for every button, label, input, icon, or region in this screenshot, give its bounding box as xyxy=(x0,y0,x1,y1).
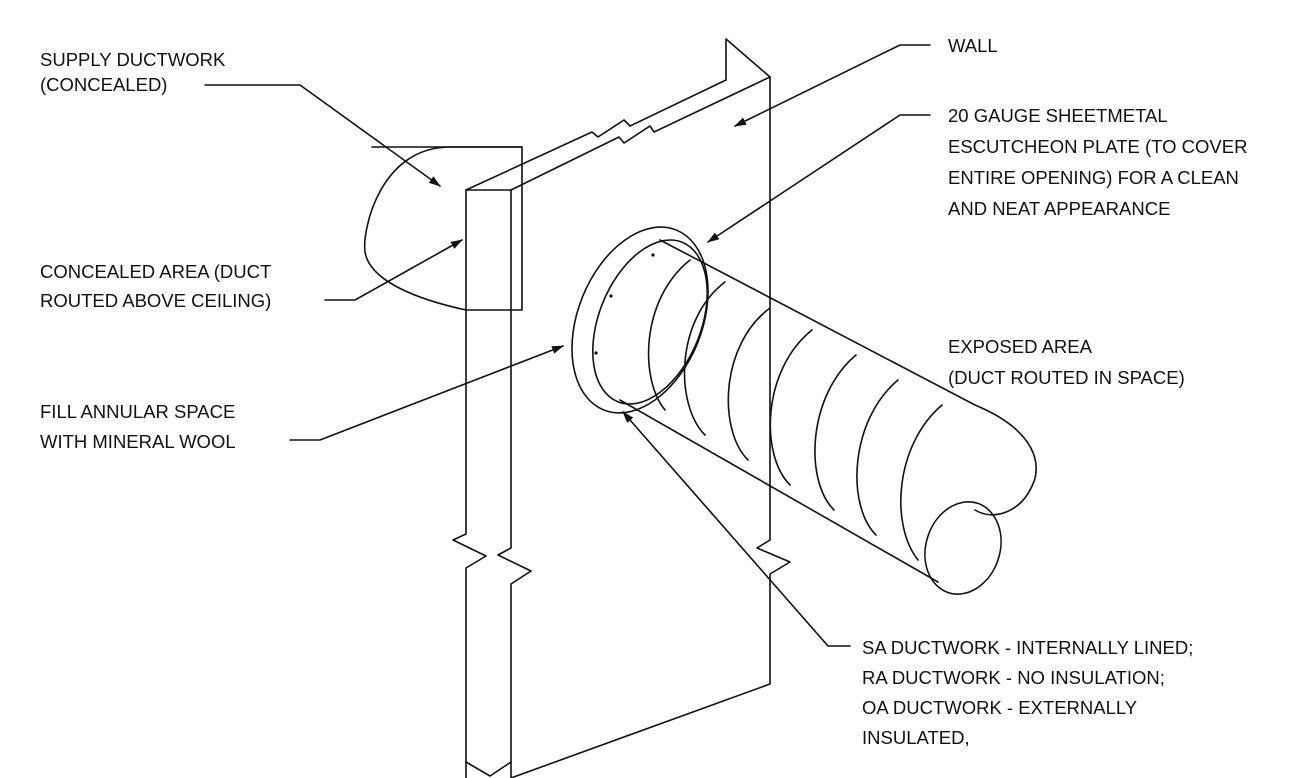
label-ductwork-notes: SA DUCTWORK - INTERNALLY LINED; RA DUCTW… xyxy=(862,637,1199,748)
exposed-duct-end xyxy=(924,501,1002,595)
exposed-duct-end-outer xyxy=(974,489,1031,516)
label-fill-annular-space: FILL ANNULAR SPACE WITH MINERAL WOOL xyxy=(40,401,240,452)
wall-left-edge xyxy=(452,189,487,778)
label-concealed-area: CONCEALED AREA (DUCT ROUTED ABOVE CEILIN… xyxy=(40,261,276,311)
label-wall: WALL xyxy=(948,35,998,56)
concealed-duct-end-cap xyxy=(363,146,523,311)
leader-supply-ductwork xyxy=(204,84,441,187)
wall-front-face-top xyxy=(510,76,771,191)
leader-ductwork-notes xyxy=(622,411,851,647)
leader-escutcheon xyxy=(707,114,931,243)
label-escutcheon-plate: 20 GAUGE SHEETMETAL ESCUTCHEON PLATE (TO… xyxy=(948,105,1253,219)
label-exposed-area: EXPOSED AREA (DUCT ROUTED IN SPACE) xyxy=(948,336,1185,388)
leader-fill-annular xyxy=(289,345,564,441)
fastener-dot xyxy=(594,351,598,355)
duct-seam-6 xyxy=(856,379,899,536)
fastener-dot xyxy=(651,253,655,257)
duct-seam-7 xyxy=(900,404,943,561)
escutcheon-plate-outer xyxy=(571,226,709,414)
exposed-duct-bottom-edge xyxy=(619,399,939,583)
leader-wall xyxy=(734,44,931,127)
wall-top-back-edge xyxy=(725,38,771,81)
label-supply-ductwork: SUPPLY DUCTWORK (CONCEALED) xyxy=(40,49,231,95)
duct-seam-1 xyxy=(647,259,691,411)
wall-right-edge xyxy=(510,76,791,778)
wall-top-face xyxy=(465,79,727,191)
fastener-dot xyxy=(609,294,613,298)
duct-seam-5 xyxy=(814,354,857,511)
leader-concealed-area xyxy=(324,239,463,301)
exposed-duct-top-edge xyxy=(659,239,1037,491)
duct-seam-2 xyxy=(683,281,726,436)
escutcheon-plate-inner xyxy=(591,239,709,405)
duct-seam-3 xyxy=(727,307,771,461)
wall-bottom-break xyxy=(465,761,512,777)
wall-inner-edge xyxy=(497,189,532,778)
duct-seam-4 xyxy=(769,329,813,486)
